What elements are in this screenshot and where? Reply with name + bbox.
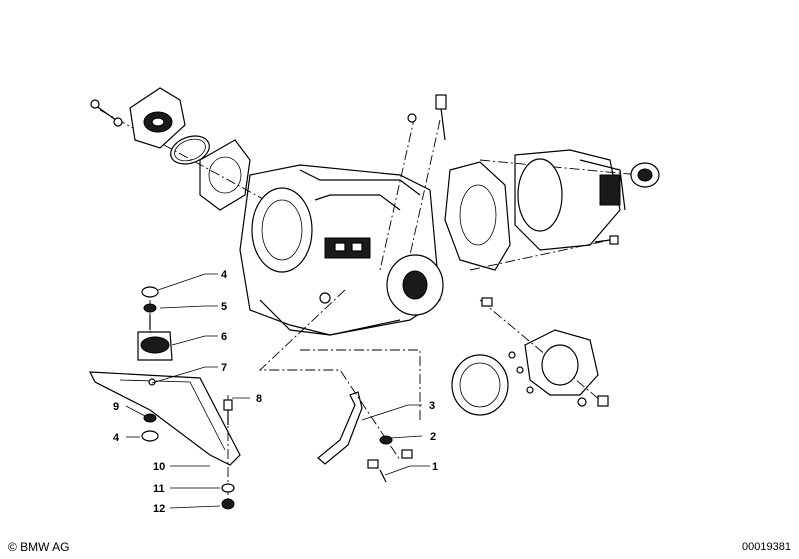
washer-11 [221, 483, 235, 493]
callout-7: 7 [221, 362, 227, 374]
nut-4-lower [141, 430, 159, 442]
rubber-mount [137, 315, 173, 361]
callout-6: 6 [221, 331, 227, 343]
mount-nut [141, 286, 159, 298]
callout-labels: 1 2 3 4 5 6 7 8 9 4 10 11 12 [113, 269, 438, 515]
callout-3: 3 [429, 400, 435, 412]
callout-4-lower: 4 [113, 432, 120, 444]
bolt-right [594, 235, 619, 245]
callout-10: 10 [153, 461, 165, 473]
gasket-front [199, 139, 251, 211]
leader-lines [125, 273, 430, 509]
callout-8: 8 [256, 393, 262, 405]
assembly-centerlines [99, 109, 641, 500]
bracket-bolts [367, 435, 413, 483]
gasket-rear [444, 161, 511, 271]
callout-12: 12 [153, 503, 165, 515]
transmission-housing [239, 164, 444, 336]
copyright-notice: © BMW AG [8, 540, 70, 554]
callout-5: 5 [221, 301, 227, 313]
callout-1: 1 [432, 461, 438, 473]
adapter-housing [508, 329, 609, 407]
crossmember [89, 371, 241, 466]
rear-seal [630, 162, 660, 188]
drain-plug [481, 297, 493, 307]
o-ring [170, 135, 210, 165]
mount-washer [143, 303, 157, 313]
callout-9: 9 [113, 401, 119, 413]
bracket [317, 391, 363, 465]
washer-9 [143, 413, 157, 423]
callout-2: 2 [430, 431, 436, 443]
adapter-gasket [451, 354, 509, 416]
extension-housing [514, 149, 626, 251]
callout-11: 11 [153, 483, 165, 495]
output-flange [90, 87, 186, 149]
callout-4: 4 [221, 269, 228, 281]
nut-12 [221, 498, 235, 510]
speed-sensor [407, 94, 447, 141]
document-number: 00019381 [742, 541, 791, 553]
crossmember-bolt [223, 399, 233, 425]
